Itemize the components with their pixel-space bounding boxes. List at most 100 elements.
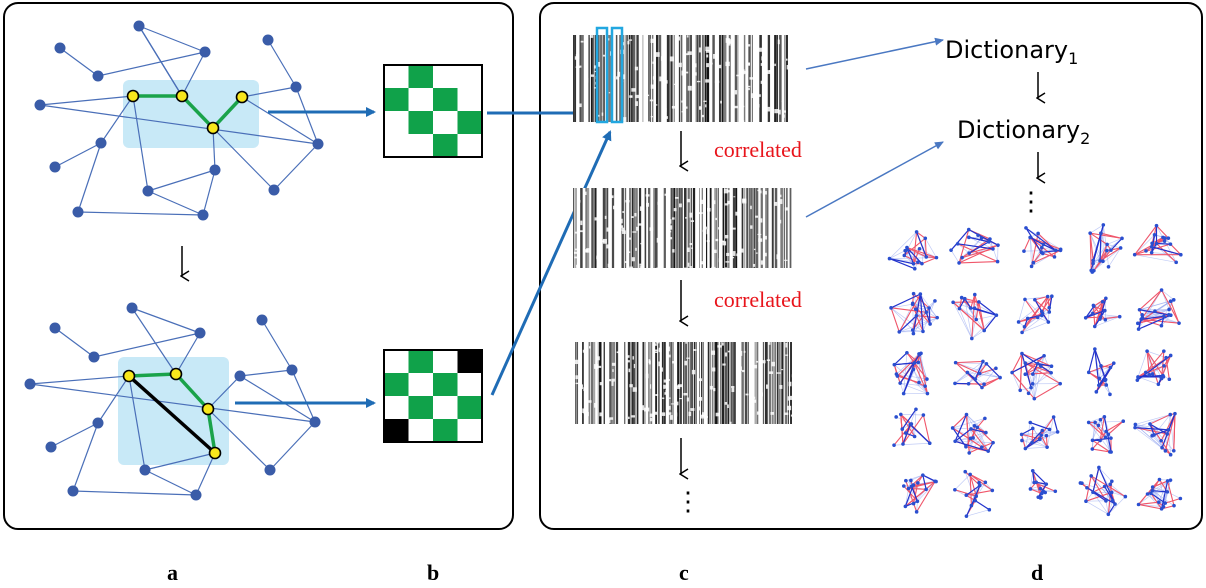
- atom-edge-core: [919, 294, 924, 332]
- atom-node: [1096, 423, 1101, 428]
- subgraph-highlight-top: [123, 80, 259, 148]
- atom-node: [911, 291, 916, 296]
- dictionary-atom: [1078, 465, 1128, 517]
- barcode-speck: [689, 212, 693, 218]
- atom-node: [1140, 313, 1144, 317]
- barcode-speck: [711, 208, 714, 212]
- atom-node: [1121, 419, 1126, 423]
- atom-node: [967, 451, 972, 455]
- atom-edge: [889, 231, 917, 259]
- barcode-stripe: [634, 35, 636, 122]
- atom-node: [980, 445, 984, 449]
- atom-edge-core: [974, 500, 990, 511]
- atom-edge-core: [964, 298, 972, 309]
- atom-edge-strong: [912, 231, 918, 264]
- barcode-speck: [684, 71, 689, 74]
- barcode-stripe: [785, 342, 788, 424]
- barcode-speck: [754, 108, 758, 113]
- barcode-speck: [768, 371, 774, 374]
- atom-node: [1106, 432, 1111, 437]
- atom-edge-strong: [969, 474, 972, 506]
- network-node: [133, 20, 145, 32]
- atom-edge-strong: [1094, 301, 1104, 327]
- atom-node: [1049, 370, 1053, 375]
- atom-edge-core: [1099, 233, 1102, 261]
- atom-edge: [1106, 238, 1123, 245]
- atom-edge: [1041, 431, 1058, 436]
- atom-node: [966, 381, 971, 386]
- atom-node: [1132, 252, 1137, 257]
- network-edge: [267, 39, 297, 88]
- atom-edge-core: [1011, 355, 1045, 374]
- barcode-speck: [691, 247, 694, 249]
- barcode-speck: [777, 194, 782, 198]
- network-edge: [131, 307, 201, 334]
- atom-edge: [1161, 289, 1174, 301]
- barcode-speck: [755, 47, 758, 50]
- barcode-ellipsis: ⋮: [675, 487, 701, 516]
- barcode-stripe: [676, 188, 679, 268]
- atom-edge-strong: [981, 442, 994, 448]
- barcode-speck: [674, 395, 678, 398]
- barcode-speck: [752, 399, 757, 403]
- atom-edge-strong: [969, 473, 986, 483]
- barcode-stripe: [597, 342, 599, 424]
- atom-node: [1024, 226, 1028, 230]
- atom-node: [1098, 317, 1102, 321]
- barcode-speck: [582, 349, 587, 353]
- barcode-stripe: [680, 188, 683, 268]
- atom-node: [1039, 245, 1044, 250]
- barcode-speck: [706, 229, 709, 235]
- barcode-speck: [596, 228, 602, 232]
- barcode-stripe: [575, 35, 577, 122]
- barcode-speck: [720, 240, 725, 243]
- matrix-cell: [384, 88, 409, 111]
- barcode-speck: [732, 251, 736, 256]
- atom-node: [1104, 429, 1109, 434]
- atom-edge-strong: [1031, 428, 1034, 443]
- atom-node: [1099, 231, 1103, 236]
- barcode-speck: [687, 262, 690, 267]
- barcode-speck: [762, 191, 767, 195]
- barcode-stripe: [689, 342, 692, 424]
- atom-node: [1120, 236, 1124, 241]
- atom-edge-strong: [908, 481, 937, 489]
- barcode-stripe: [709, 188, 712, 268]
- barcode-stripe: [779, 342, 781, 424]
- barcode-speck: [705, 416, 708, 418]
- network-edge: [128, 375, 146, 471]
- barcode-stripe: [715, 188, 718, 268]
- barcode-speck: [705, 46, 710, 52]
- barcode-speck: [669, 415, 673, 420]
- barcode-speck: [726, 190, 732, 193]
- barcode-matrix-3: [573, 342, 796, 425]
- atom-node: [1031, 260, 1036, 265]
- barcode-speck: [675, 101, 678, 107]
- barcode-stripe: [718, 35, 722, 122]
- barcode-speck: [649, 417, 653, 422]
- atom-edge-strong: [1023, 237, 1031, 252]
- atom-node: [1104, 296, 1108, 301]
- barcode-speck: [696, 80, 701, 83]
- network-edge: [144, 452, 216, 471]
- atom-node: [904, 478, 908, 483]
- barcode-speck: [684, 360, 688, 366]
- barcode-speck: [686, 357, 691, 359]
- barcode-speck: [686, 247, 690, 253]
- atom-edge: [1161, 314, 1172, 326]
- atom-node: [1150, 485, 1155, 489]
- atom-node: [1159, 438, 1163, 443]
- atom-edge-core: [910, 486, 918, 502]
- atom-edge: [1029, 237, 1032, 267]
- barcode-speck: [657, 201, 661, 205]
- atom-node: [1020, 351, 1024, 356]
- atom-node: [1058, 381, 1062, 386]
- atom-node: [1098, 438, 1102, 443]
- atom-edge-strong: [1138, 503, 1162, 510]
- barcode-speck: [767, 106, 771, 112]
- matrix-cell: [433, 373, 458, 396]
- barcode-speck: [691, 369, 696, 375]
- barcode-speck: [611, 362, 616, 366]
- atom-node: [1097, 465, 1101, 470]
- network-node: [142, 185, 154, 197]
